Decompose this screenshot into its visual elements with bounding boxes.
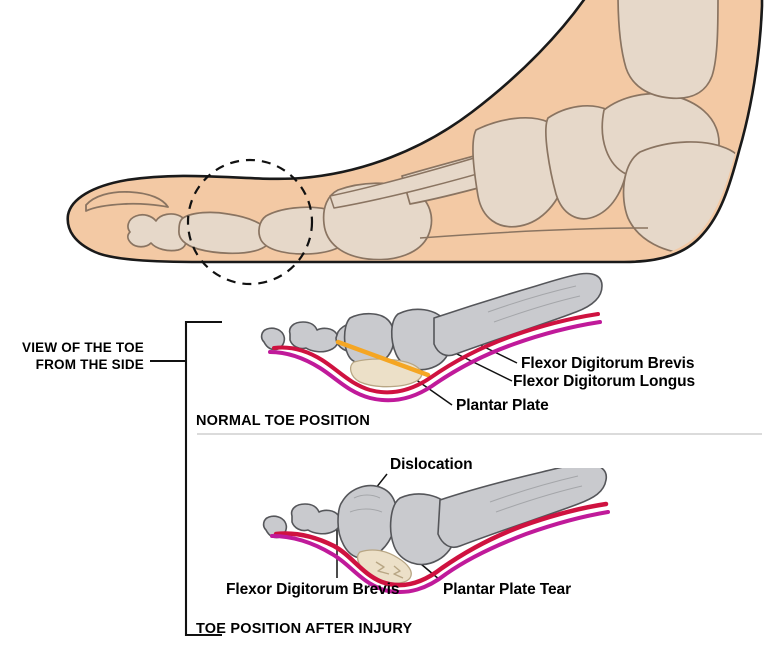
plantar-fascia-line (419, 227, 649, 239)
view-of-toe-label: VIEW OF THE TOE FROM THE SIDE (16, 340, 144, 374)
bone-tibia (611, 0, 719, 100)
injured-metatarsal-shaft (437, 468, 608, 549)
injured-shaft-shading (489, 475, 583, 513)
normal-middle-phalanx (288, 321, 340, 353)
normal-tendon-longus (268, 320, 602, 403)
caption-normal-toe-position: NORMAL TOE POSITION (196, 413, 371, 429)
view-of-toe-line1: VIEW OF THE TOE (21, 340, 144, 355)
normal-plantar-plate (349, 358, 423, 388)
label-flexor-digitorum-longus-normal: Flexor Digitorum Longus (513, 373, 695, 390)
injured-middle-phalanx (290, 503, 342, 535)
injured-tendon-longus (270, 510, 610, 595)
normal-shaft-shading (487, 285, 581, 323)
injured-proximal-phalanx (337, 484, 398, 559)
view-bracket (184, 320, 222, 637)
toenail (85, 191, 169, 212)
injured-tendon-brevis (273, 501, 609, 588)
label-plantar-plate-tear: Plantar Plate Tear (443, 581, 571, 598)
injured-phalanx-shading (349, 494, 383, 513)
label-dislocation: Dislocation (390, 456, 473, 473)
bone-middle-phalanx (178, 211, 272, 255)
plantar-plate-pointer-line (335, 339, 431, 378)
normal-tendon-brevis (272, 312, 600, 395)
label-flexor-digitorum-brevis-injured: Flexor Digitorum Brevis (226, 581, 400, 598)
label-flexor-digitorum-brevis-normal: Flexor Digitorum Brevis (521, 355, 695, 372)
toe-joint-highlight-circle (186, 158, 314, 286)
view-of-toe-line2: FROM THE SIDE (35, 356, 144, 372)
caption-toe-position-after-injury: TOE POSITION AFTER INJURY (196, 621, 413, 637)
normal-toe-diagram (260, 272, 603, 403)
foot-lateral-illustration (66, 0, 764, 286)
bone-cuneiform (472, 117, 570, 228)
injured-plantar-plate-frays (375, 561, 404, 579)
normal-phalanx-base (343, 312, 395, 366)
normal-metatarsal-shaft (433, 272, 603, 357)
label-plantar-plate: Plantar Plate (456, 397, 549, 414)
injured-toe-diagram (262, 468, 610, 595)
